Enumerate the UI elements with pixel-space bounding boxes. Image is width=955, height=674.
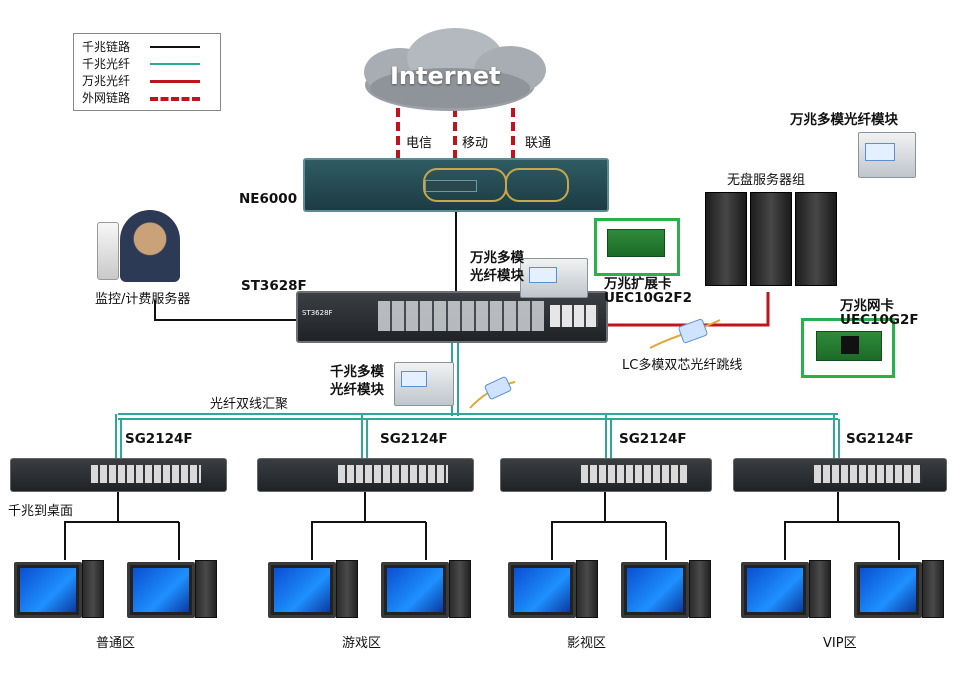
legend-swatch-wan-link: [150, 97, 200, 101]
pc-monitor-zone1-b: [127, 562, 195, 618]
desktop-link-zone4: [784, 490, 839, 560]
access-switch-1-label: SG2124F: [125, 431, 193, 447]
desktop-link-label: 千兆到桌面: [8, 504, 74, 519]
pc-tower-zone3-b: [689, 560, 711, 618]
pc-monitor-zone1-a: [14, 562, 82, 618]
core-switch-badge: ST3628F: [302, 309, 333, 317]
pc-tower-zone1-a: [82, 560, 104, 618]
access-switch-3: [500, 458, 712, 492]
legend-label-gigabit-link: 千兆链路: [82, 40, 131, 54]
legend: 千兆链路 千兆光纤 万兆光纤 外网链路: [73, 33, 221, 111]
pc-tower-zone2-b: [449, 560, 471, 618]
nic-chip-icon: [841, 336, 859, 354]
expansion-card-image: [607, 229, 665, 257]
nic-card-image: [816, 331, 882, 361]
access-switch-1-ports: [91, 465, 201, 483]
monitor-server-label: 监控/计费服务器: [95, 292, 191, 307]
gigabit-link-monitor-core: [154, 300, 300, 321]
legend-label-gigabit-fiber: 千兆光纤: [82, 57, 131, 71]
nic-card-line1: 万兆网卡: [840, 298, 894, 314]
pc-tower-zone4-a: [809, 560, 831, 618]
module-10g-mid-line2: 光纤模块: [470, 268, 524, 284]
access-switch-4: [733, 458, 947, 492]
nic-card-line2: UEC10G2F: [840, 312, 919, 328]
core-switch-sfp-ports: [378, 301, 544, 331]
access-switch-4-ports: [814, 465, 922, 483]
module-1g-line1: 千兆多模: [330, 364, 384, 380]
legend-swatch-gigabit-fiber: [150, 63, 200, 65]
core-switch-st3628f: ST3628F: [296, 291, 608, 343]
ten-gig-fiber-core-servers: [603, 292, 770, 327]
access-switch-1: [10, 458, 227, 492]
legend-swatch-gigabit-link: [150, 46, 200, 48]
pc-monitor-zone2-b: [381, 562, 449, 618]
module-1g-image: [394, 362, 454, 406]
module-10g-mid-image: [520, 258, 588, 298]
patch-cord-label: LC多模双芯光纤跳线: [622, 358, 743, 373]
monitor-server-tower: [97, 222, 119, 280]
desktop-link-zone2: [311, 490, 366, 560]
access-switch-3-ports: [581, 465, 687, 483]
pc-tower-zone4-b: [922, 560, 944, 618]
router-wan-port-group: [423, 168, 507, 202]
module-10g-top-label: 万兆多模光纤模块: [790, 112, 898, 128]
zone-1-label: 普通区: [96, 636, 136, 651]
legend-label-10g-fiber: 万兆光纤: [82, 74, 131, 88]
module-1g-connector-icon: [401, 371, 427, 387]
router-label: NE6000: [239, 191, 298, 207]
pc-tower-zone2-a: [336, 560, 358, 618]
expansion-card-highlight: [594, 218, 680, 276]
zone-3-label: 影视区: [567, 636, 607, 651]
pc-tower-zone1-b: [195, 560, 217, 618]
core-switch-rj45-ports: [550, 305, 598, 327]
pc-monitor-zone3-a: [508, 562, 576, 618]
nic-card-highlight: [801, 318, 895, 378]
security-guard-icon: [120, 210, 180, 282]
access-switch-2-label: SG2124F: [380, 431, 448, 447]
internet-cloud-shape: [364, 28, 546, 111]
pc-monitor-zone2-a: [268, 562, 336, 618]
zone-2-label: 游戏区: [342, 636, 382, 651]
legend-swatch-10g-fiber: [150, 80, 200, 83]
access-switch-4-label: SG2124F: [846, 431, 914, 447]
diskless-server-2: [750, 192, 792, 286]
diskless-server-1: [705, 192, 747, 286]
isp-unicom-label: 联通: [525, 136, 552, 151]
router-lan-port-group: [505, 168, 569, 202]
access-switch-2-ports: [338, 465, 448, 483]
access-switch-3-label: SG2124F: [619, 431, 687, 447]
expansion-card-line2: UEC10G2F2: [604, 290, 692, 306]
module-1g-line2: 光纤模块: [330, 382, 384, 398]
access-switch-2: [257, 458, 474, 492]
isp-mobile-label: 移动: [462, 136, 489, 151]
module-10g-mid-line1: 万兆多模: [470, 250, 524, 266]
router-ne6000: [303, 158, 609, 212]
pc-monitor-zone3-b: [621, 562, 689, 618]
module-10g-top-connector-icon: [865, 143, 895, 161]
legend-label-wan-link: 外网链路: [82, 91, 131, 105]
aggregation-label: 光纤双线汇聚: [210, 397, 289, 412]
router-console-port: [425, 180, 477, 192]
module-10g-top-image: [858, 132, 916, 178]
pc-monitor-zone4-b: [854, 562, 922, 618]
pc-tower-zone3-a: [576, 560, 598, 618]
desktop-link-zone3: [551, 490, 606, 560]
pc-monitor-zone4-a: [741, 562, 809, 618]
server-group-label: 无盘服务器组: [727, 173, 806, 188]
expansion-card-line1: 万兆扩展卡: [604, 276, 672, 292]
desktop-link-zone1: [64, 490, 119, 560]
zone-4-label: VIP区: [823, 636, 857, 651]
core-switch-label: ST3628F: [241, 278, 307, 294]
isp-telecom-label: 电信: [406, 136, 433, 151]
diskless-server-3: [795, 192, 837, 286]
internet-label: Internet: [390, 62, 501, 90]
module-10g-mid-connector-icon: [529, 267, 557, 283]
